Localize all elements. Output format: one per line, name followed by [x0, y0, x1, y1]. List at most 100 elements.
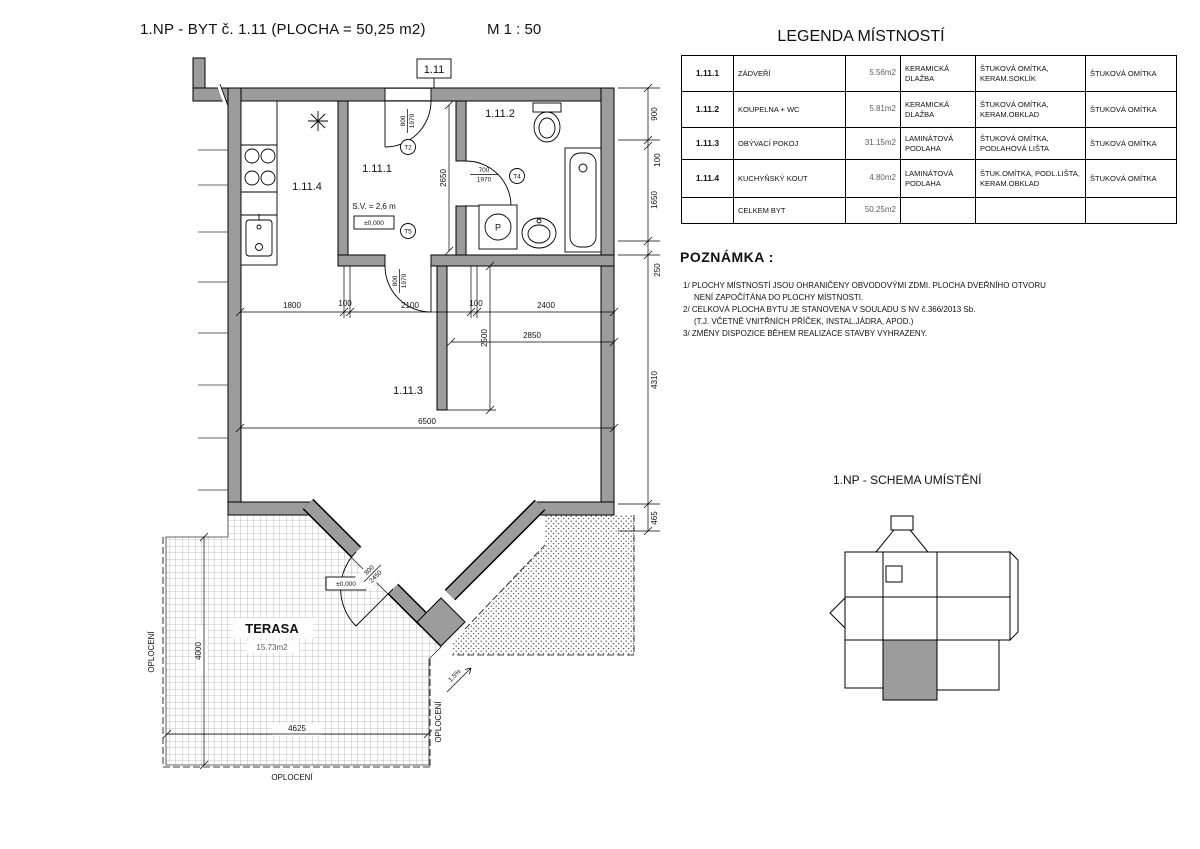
- dim-6500: 6500: [418, 417, 436, 426]
- legend-cell: LAMINÁTOVÁ PODLAHA: [900, 127, 976, 160]
- legend-row: 1.11.3 OBÝVACÍ POKOJ 31.15m2 LAMINÁTOVÁ …: [681, 127, 1177, 160]
- legend-cell: CELKEM BYT: [733, 197, 846, 224]
- room-label-living: 1.11.3: [393, 385, 423, 397]
- fence-label-left: OPLOCENÍ: [147, 631, 156, 673]
- dim-hall-2650: 2650: [439, 169, 448, 187]
- terrace-area: [165, 514, 442, 766]
- dim-100b: 100: [469, 299, 483, 308]
- legend-row: 1.11.2 KOUPELNA + WC 5.81m2 KERAMICKÁ DL…: [681, 91, 1177, 128]
- entry-door-height: 1970: [409, 113, 416, 128]
- room-label-bath: 1.11.2: [485, 108, 515, 120]
- bath-door-tag: T4: [513, 174, 521, 181]
- entry-door-tag: T2: [404, 145, 412, 152]
- legend-row: 1.11.4 KUCHYŇSKÝ KOUT 4.80m2 LAMINÁTOVÁ …: [681, 159, 1177, 198]
- bath-door-height: 1970: [477, 177, 492, 184]
- legend-cell: KERAMICKÁ DLAŽBA: [900, 91, 976, 128]
- legend-cell: ŠTUKOVÁ OMÍTKA: [1085, 55, 1177, 92]
- door-labels: 800 1970 T2 700 1970 T4 800 1970 T5 800: [354, 109, 525, 592]
- unit-tag-label: 1.11: [424, 64, 445, 76]
- legend-cell: ŠTUKOVÁ OMÍTKA, KERAM.SOKLÍK: [975, 55, 1086, 92]
- dim-right-4310: 4310: [650, 371, 659, 389]
- terrace-name: TERASA: [245, 621, 299, 636]
- drawing-scale: M 1 : 50: [487, 21, 542, 38]
- dim-2400: 2400: [537, 301, 555, 310]
- legend-cell: ŠTUKOVÁ OMÍTKA: [1085, 91, 1177, 128]
- dim-right-465: 465: [650, 511, 659, 525]
- legend-cell: 5.56m2: [845, 55, 901, 92]
- terrace-slope-label: 1,5%: [447, 668, 463, 684]
- note-line: 3/ ZMĚNY DISPOZICE BĚHEM REALIZACE STAVB…: [683, 329, 928, 338]
- legend-cell: LAMINÁTOVÁ PODLAHA: [900, 159, 976, 198]
- gravel-strip: [452, 515, 635, 656]
- note-line: NENÍ ZAPOČÍTÁNA DO PLOCHY MÍSTNOSTI.: [694, 292, 864, 302]
- legend-cell: 4.80m2: [845, 159, 901, 198]
- legend-cell: ŠTUKOVÁ OMÍTKA, PODLAHOVÁ LIŠTA: [975, 127, 1086, 160]
- legend-cell: KERAMICKÁ DLAŽBA: [900, 55, 976, 92]
- toilet-tank: [532, 102, 562, 113]
- dim-right-250: 250: [653, 263, 662, 277]
- legend-cell: 1.11.4: [681, 159, 734, 198]
- legend-row-total: CELKEM BYT 50.25m2: [681, 197, 1177, 224]
- entry-door-width: 800: [400, 115, 407, 126]
- terrace-area-label: 15.73m2: [256, 643, 288, 652]
- legend-cell: ŠTUK.OMÍTKA, PODL.LIŠTA, KERAM.OBKLAD: [975, 159, 1086, 198]
- level-marks: ±0,000 ±0,000: [325, 215, 395, 591]
- fence-lines: [162, 537, 431, 768]
- light-symbol: [308, 111, 328, 131]
- dim-2850: 2850: [523, 331, 541, 340]
- dim-2500: 2500: [480, 329, 489, 347]
- dim-4000: 4000: [194, 642, 203, 660]
- legend-cell: ŠTUKOVÁ OMÍTKA, KERAM.OBKLAD: [975, 91, 1086, 128]
- legend-cell: 5.81m2: [845, 91, 901, 128]
- fence-label-bottom: OPLOCENÍ: [271, 773, 313, 782]
- legend-cell: 50.25m2: [845, 197, 901, 224]
- dim-100a: 100: [338, 299, 352, 308]
- legend-cell: [975, 197, 1086, 224]
- room-label-kitchen: 1.11.4: [292, 181, 322, 193]
- dim-4625: 4625: [288, 724, 306, 733]
- legend-cell: [900, 197, 976, 224]
- dim-right-900: 900: [650, 107, 659, 121]
- legend-cell: 31.15m2: [845, 127, 901, 160]
- legend-cell: [681, 197, 734, 224]
- unit-tag: 1.11: [416, 58, 452, 88]
- legend-cell: ZÁDVEŘÍ: [733, 55, 846, 92]
- legend-cell: 1.11.3: [681, 127, 734, 160]
- note-line: (T.J. VČETNĚ VNITŘNÍCH PŘÍČEK, INSTAL.JÁ…: [694, 316, 914, 326]
- kitchen-fixtures: [240, 100, 328, 266]
- notes-title: POZNÁMKA :: [680, 249, 774, 265]
- note-line: 2/ CELKOVÁ PLOCHA BYTU JE STANOVENA V SO…: [683, 305, 976, 314]
- note-line: 1/ PLOCHY MÍSTNOSTÍ JSOU OHRANIČENY OBVO…: [683, 281, 1046, 290]
- legend-cell: ŠTUKOVÁ OMÍTKA: [1085, 127, 1177, 160]
- dim-right-1650: 1650: [650, 191, 659, 209]
- legend-cell: KUCHYŇSKÝ KOUT: [733, 159, 846, 198]
- legend-cell: OBÝVACÍ POKOJ: [733, 127, 846, 160]
- legend-cell: 1.11.1: [681, 55, 734, 92]
- drawing-title: 1.NP - BYT č. 1.11 (PLOCHA = 50,25 m2): [140, 21, 426, 38]
- fence-label-right: OPLOCENÍ: [434, 701, 443, 743]
- stove-burner: [260, 170, 276, 186]
- washing-machine-label: P: [495, 223, 501, 233]
- stove-burner: [244, 170, 260, 186]
- legend-row: 1.11.1 ZÁDVEŘÍ 5.56m2 KERAMICKÁ DLAŽBA Š…: [681, 55, 1177, 92]
- legend-title: LEGENDA MÍSTNOSTÍ: [777, 28, 945, 45]
- hall-level-mark: ±0,000: [364, 220, 384, 227]
- dimension-chains: 900 100 1650 250 4310 465 2650 1800 100 …: [162, 83, 662, 770]
- legend-cell: [1085, 197, 1177, 224]
- left-extension-marks: [198, 149, 228, 491]
- dim-2100: 2100: [401, 301, 419, 310]
- living-door-tag: T5: [404, 229, 412, 236]
- stove-burner: [244, 148, 260, 164]
- ceiling-height-note: S.V. = 2,6 m: [352, 202, 396, 211]
- schema-title: 1.NP - SCHEMA UMÍSTĚNÍ: [833, 473, 982, 487]
- room-labels: 1.11.1 1.11.2 1.11.3 1.11.4 S.V. = 2,6 m: [292, 108, 515, 397]
- living-door-width: 800: [392, 275, 399, 286]
- legend-table: 1.11.1 ZÁDVEŘÍ 5.56m2 KERAMICKÁ DLAŽBA Š…: [681, 55, 1177, 224]
- legend-cell: 1.11.2: [681, 91, 734, 128]
- room-label-hall: 1.11.1: [362, 163, 392, 175]
- legend-cell: KOUPELNA + WC: [733, 91, 846, 128]
- walls: [192, 57, 615, 647]
- living-door-arc: [384, 265, 432, 313]
